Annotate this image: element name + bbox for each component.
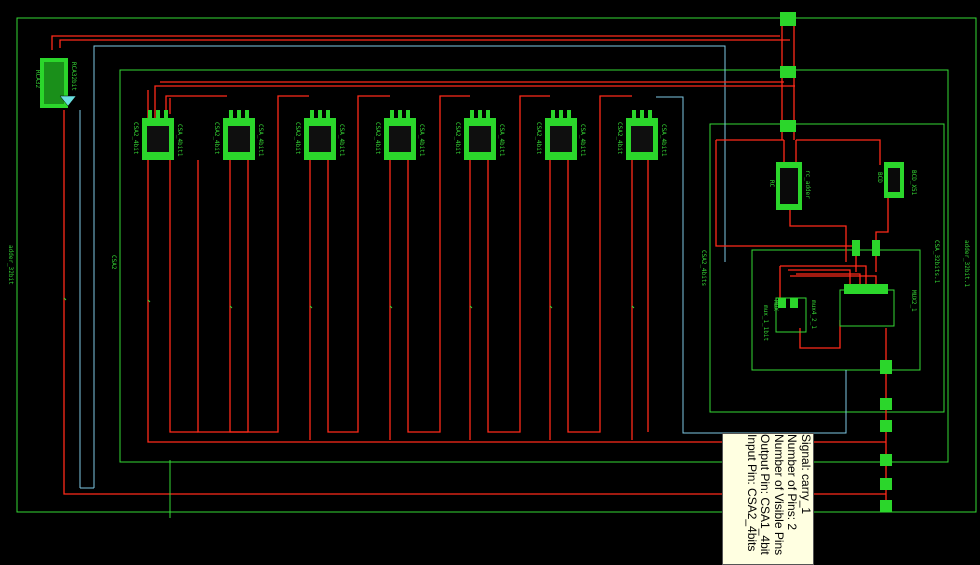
csa-unit-top-label: CSA_4bit1	[579, 124, 586, 157]
csa-unit-top-label: CSA_4bit1	[176, 124, 183, 157]
label-csa2-4bits: CSA2_4bits	[700, 250, 707, 287]
csa-unit-side-label: CSA2_4bit	[535, 122, 542, 155]
csa-unit-side-label: CSA2_4bit	[374, 122, 381, 155]
csa-unit-top-label: CSA_4bit1	[257, 124, 264, 157]
csa-unit-4[interactable]: CSA_4bit1 CSA2_4bit	[374, 110, 425, 160]
tooltip-output-pin: Output Pin: CSA1_4bit	[758, 434, 773, 555]
csa-unit-top-label: CSA_4bit1	[660, 124, 667, 157]
signal-tooltip: Signal: carry_1 Number of Pins: 2 Number…	[722, 433, 814, 565]
csa-unit-top-label: CSA_4bit1	[338, 124, 345, 157]
csa-unit-side-label: CSA2_4bit	[132, 122, 139, 155]
label-rc: RC	[768, 180, 775, 188]
module-csa-block[interactable]	[119, 69, 949, 463]
label-mux-1bit: mux_1_1bit	[762, 305, 769, 342]
label-rc-adder: rc_adder	[804, 170, 811, 199]
mux-1bit-instance[interactable]: mux_1_1bit	[762, 297, 807, 342]
csa-unit-7[interactable]: CSA_4bit1 CSA2_4bit	[616, 110, 667, 160]
csa-unit-3[interactable]: CSA_4bit1 CSA2_4bit	[294, 110, 345, 160]
tooltip-visible-pins: Number of Visible Pins	[772, 434, 786, 556]
selected-net-wires[interactable]	[79, 45, 847, 489]
csa-unit-top-label: CSA_4bit1	[498, 124, 505, 157]
csa-unit-top-label: CSA_4bit1	[418, 124, 425, 157]
csa-unit-side-label: CSA2_4bit	[454, 122, 461, 155]
module-outer-adder[interactable]	[16, 17, 977, 513]
label-mux4-2-1: mux4_2_1	[810, 300, 817, 329]
csa-unit-side-label: CSA2_4bit	[294, 122, 301, 155]
label-mux2-1: MUX2_1	[910, 290, 917, 312]
csa-unit-6[interactable]: CSA_4bit1 CSA2_4bit	[535, 110, 586, 160]
tooltip-input-pin: Input Pin: CSA2_4bits	[745, 434, 759, 552]
highlighted-net-wires[interactable]	[51, 14, 889, 510]
label-rca32bit: RCA32bit	[70, 62, 77, 91]
rca32-instance[interactable]: RCA32 RCA32bit	[34, 58, 77, 108]
module-csa-inner[interactable]	[709, 123, 945, 413]
mux4-2-1-instance[interactable]: mux4_2_1	[810, 284, 895, 329]
module-borders	[16, 17, 977, 513]
label-csa-32bits: CSA_32bits.1	[933, 240, 940, 284]
label-adder-32bit-left: adder_32bit	[7, 245, 14, 285]
label-adder-32bit-right: adder_32bit.1	[963, 240, 970, 287]
label-bcd-x51: BCD_X51	[910, 170, 917, 196]
csa-unit-2[interactable]: CSA_4bit1 CSA2_4bit	[213, 110, 264, 160]
rc-adder-instance[interactable]: rc_adder RC	[768, 162, 811, 210]
label-csa2: CSA2	[110, 255, 117, 270]
tooltip-signal: Signal: carry_1	[799, 434, 813, 515]
pin-ticks	[63, 297, 635, 518]
bcd-instance[interactable]: BCD	[876, 162, 904, 198]
tooltip-num-pins: Number of Pins: 2	[785, 434, 800, 531]
label-rca32: RCA32	[34, 70, 41, 88]
csa-unit-5[interactable]: CSA_4bit1 CSA2_4bit	[454, 110, 505, 160]
csa-unit-side-label: CSA2_4bit	[616, 122, 623, 155]
label-bcd: BCD	[876, 172, 883, 183]
csa-unit-side-label: CSA2_4bit	[213, 122, 220, 155]
bus-connectors[interactable]	[780, 12, 892, 512]
csa-unit-1[interactable]: CSA_4bit1 CSA2_4bit	[132, 110, 183, 160]
module-mux-block[interactable]	[751, 249, 921, 371]
